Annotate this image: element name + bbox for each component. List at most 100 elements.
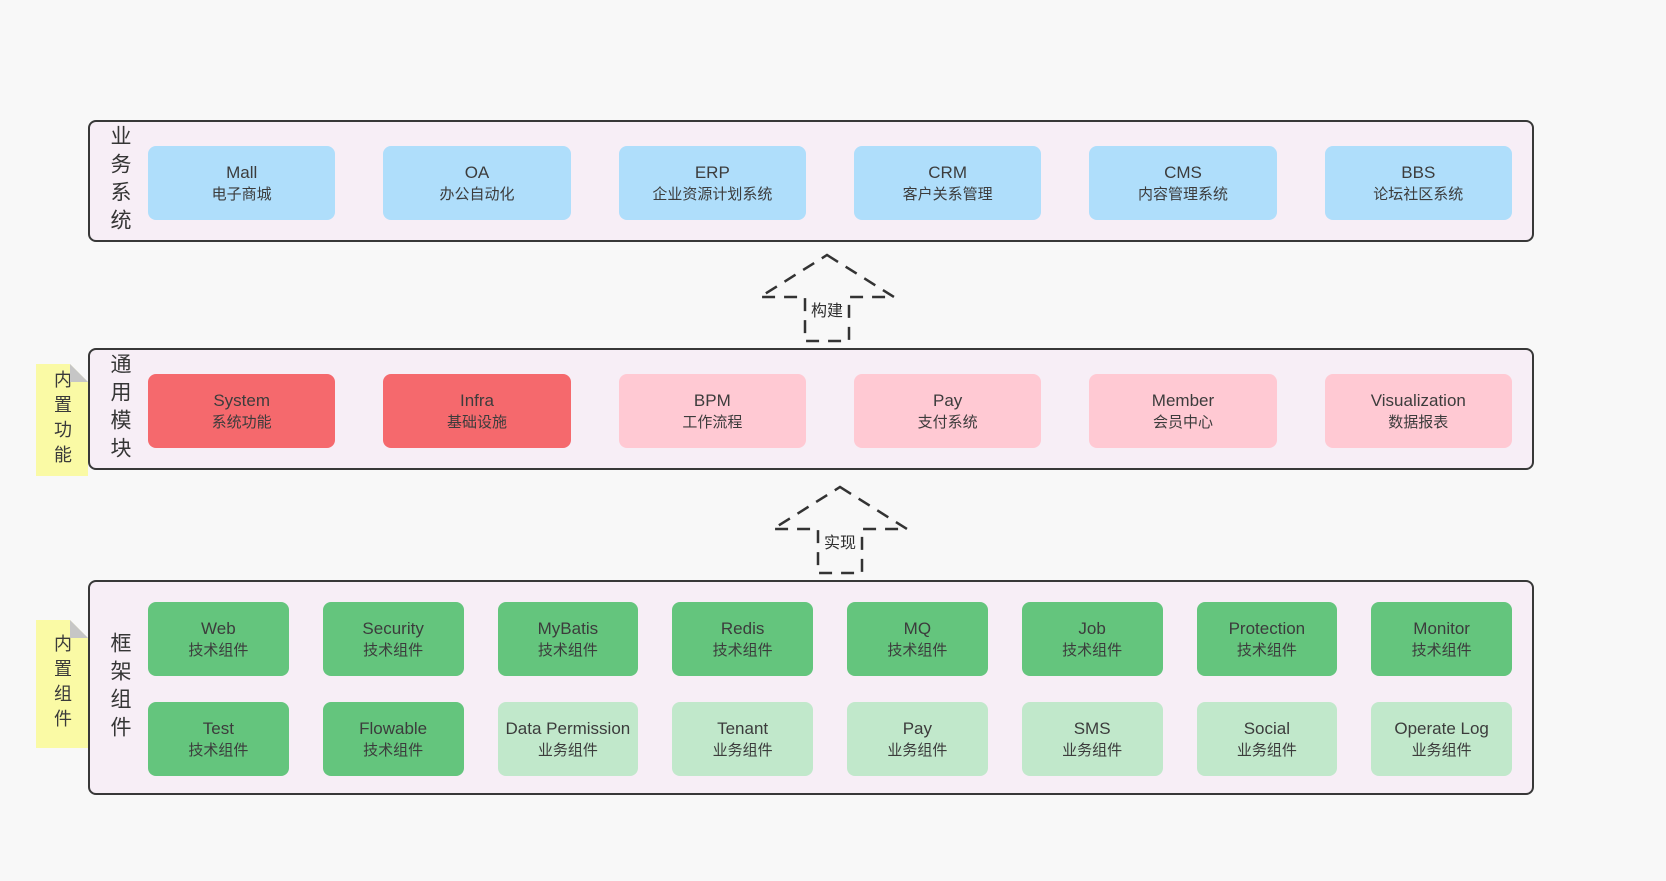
box-title: Pay <box>933 390 963 410</box>
box-title: System <box>213 390 270 410</box>
folded-corner-icon <box>70 364 88 382</box>
box-title: Operate Log <box>1394 718 1489 738</box>
box-protection: Protection 技术组件 <box>1196 602 1338 676</box>
box-title: BBS <box>1401 162 1436 182</box>
framework-box-row-2: Test 技术组件 Flowable 技术组件 Data Permission … <box>148 702 1512 776</box>
tag-builtin-components-label: 内置组件 <box>52 634 72 734</box>
box-redis: Redis 技术组件 <box>672 602 813 676</box>
section-framework-components: 框架组件 Web 技术组件 Security 技术组件 MyBatis 技术组件… <box>88 580 1534 795</box>
box-subtitle: 企业资源计划系统 <box>652 186 773 204</box>
section-common-modules: 通用模块 System 系统功能 Infra 基础设施 BPM 工作流程 Pay… <box>88 348 1534 470</box>
box-oa: OA 办公自动化 <box>383 146 571 220</box>
box-subtitle: 数据报表 <box>1388 414 1449 432</box>
block-arrow-up-icon <box>770 485 910 575</box>
box-subtitle: 客户关系管理 <box>902 186 993 204</box>
box-title: Web <box>201 618 236 638</box>
box-sms: SMS 业务组件 <box>1021 702 1163 776</box>
box-subtitle: 技术组件 <box>712 642 773 660</box>
box-title: Visualization <box>1370 390 1466 410</box>
framework-box-row-1: Web 技术组件 Security 技术组件 MyBatis 技术组件 Redi… <box>148 602 1512 676</box>
box-cms: CMS 内容管理系统 <box>1089 146 1277 220</box>
box-social: Social 业务组件 <box>1196 702 1338 776</box>
arrow-implement: 实现 <box>770 484 910 576</box>
box-title: Infra <box>459 390 494 410</box>
section-business-systems: 业务系统 Mall 电子商城 OA 办公自动化 ERP 企业资源计划系统 CRM… <box>88 120 1534 242</box>
box-title: BPM <box>693 390 731 410</box>
box-subtitle: 技术组件 <box>188 642 249 660</box>
box-mybatis: MyBatis 技术组件 <box>497 602 639 676</box>
box-title: Redis <box>720 618 765 638</box>
box-title: Monitor <box>1413 618 1470 638</box>
box-pay-module: Pay 支付系统 <box>853 374 1042 448</box>
box-subtitle: 技术组件 <box>1062 642 1123 660</box>
box-title: Data Permission <box>505 718 631 738</box>
box-subtitle: 技术组件 <box>1411 642 1472 660</box>
box-subtitle: 办公自动化 <box>439 186 515 204</box>
tag-builtin-features-label: 内置功能 <box>52 370 72 470</box>
box-title: Member <box>1151 390 1215 410</box>
box-subtitle: 电子商城 <box>211 186 272 204</box>
box-tenant: Tenant 业务组件 <box>672 702 813 776</box>
box-mq: MQ 技术组件 <box>847 602 988 676</box>
arrow-build-label: 构建 <box>806 296 848 322</box>
box-subtitle: 内容管理系统 <box>1137 186 1228 204</box>
tag-builtin-components: 内置组件 <box>36 620 88 748</box>
arrow-implement-label: 实现 <box>819 528 861 554</box>
box-subtitle: 技术组件 <box>537 642 598 660</box>
box-subtitle: 业务组件 <box>712 742 773 760</box>
box-title: Mall <box>226 162 258 182</box>
box-subtitle: 业务组件 <box>887 742 948 760</box>
box-security: Security 技术组件 <box>322 602 464 676</box>
box-visualization: Visualization 数据报表 <box>1324 374 1512 448</box>
box-subtitle: 业务组件 <box>1411 742 1472 760</box>
box-subtitle: 技术组件 <box>363 742 424 760</box>
box-title: MQ <box>903 618 932 638</box>
box-title: MyBatis <box>537 618 599 638</box>
tag-builtin-features: 内置功能 <box>36 364 88 476</box>
box-web: Web 技术组件 <box>148 602 289 676</box>
box-title: Flowable <box>359 718 428 738</box>
box-subtitle: 会员中心 <box>1152 414 1213 432</box>
box-subtitle: 技术组件 <box>188 742 249 760</box>
box-subtitle: 技术组件 <box>363 642 424 660</box>
box-subtitle: 业务组件 <box>1062 742 1123 760</box>
box-monitor: Monitor 技术组件 <box>1371 602 1512 676</box>
box-subtitle: 系统功能 <box>211 414 272 432</box>
modules-box-row: System 系统功能 Infra 基础设施 BPM 工作流程 Pay 支付系统… <box>148 374 1512 448</box>
box-subtitle: 支付系统 <box>917 414 978 432</box>
box-title: Social <box>1243 718 1291 738</box>
box-subtitle: 技术组件 <box>1236 642 1297 660</box>
box-title: OA <box>464 162 490 182</box>
box-member: Member 会员中心 <box>1089 374 1277 448</box>
box-operate-log: Operate Log 业务组件 <box>1371 702 1512 776</box>
section-framework-label: 框架组件 <box>108 631 131 744</box>
section-business-label: 业务系统 <box>108 125 131 237</box>
box-flowable: Flowable 技术组件 <box>322 702 464 776</box>
box-test: Test 技术组件 <box>148 702 289 776</box>
box-title: Test <box>202 718 234 738</box>
box-mall: Mall 电子商城 <box>148 146 336 220</box>
box-bpm: BPM 工作流程 <box>618 374 806 448</box>
box-title: CRM <box>928 162 967 182</box>
box-title: ERP <box>694 162 730 182</box>
section-modules-label: 通用模块 <box>108 353 131 465</box>
box-title: SMS <box>1073 718 1111 738</box>
box-pay-component: Pay 业务组件 <box>847 702 988 776</box>
box-subtitle: 基础设施 <box>446 414 507 432</box>
box-subtitle: 工作流程 <box>682 414 743 432</box>
box-title: CMS <box>1164 162 1202 182</box>
box-title: Tenant <box>717 718 769 738</box>
box-job: Job 技术组件 <box>1021 602 1163 676</box>
box-crm: CRM 客户关系管理 <box>853 146 1042 220</box>
box-subtitle: 业务组件 <box>1236 742 1297 760</box>
box-title: Pay <box>902 718 933 738</box>
box-bbs: BBS 论坛社区系统 <box>1324 146 1512 220</box>
business-box-row: Mall 电子商城 OA 办公自动化 ERP 企业资源计划系统 CRM 客户关系… <box>148 146 1512 220</box>
block-arrow-up-icon <box>757 253 897 343</box>
box-subtitle: 论坛社区系统 <box>1373 186 1464 204</box>
box-title: Job <box>1078 618 1106 638</box>
box-title: Security <box>362 618 424 638</box>
arrow-build: 构建 <box>757 252 897 344</box>
box-subtitle: 业务组件 <box>537 742 598 760</box>
